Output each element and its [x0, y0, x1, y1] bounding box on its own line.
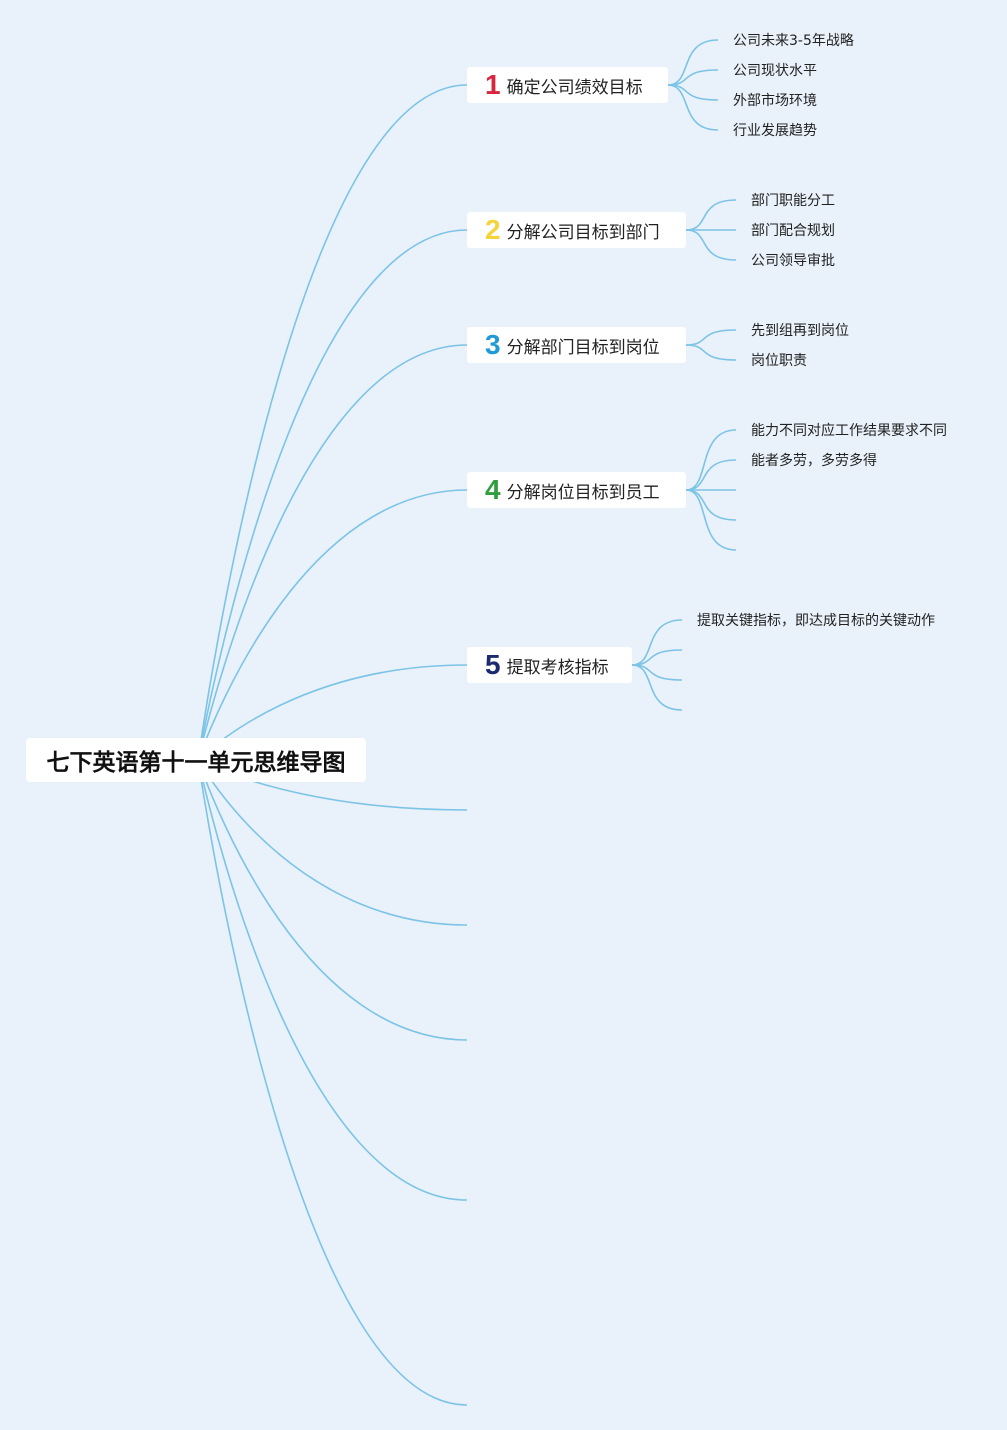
- topic-1-leaf-1[interactable]: 公司未来3-5年战略: [733, 33, 854, 49]
- main-branch-line-8: [197, 759, 468, 1041]
- topic-5[interactable]: 5 提取考核指标: [467, 647, 632, 683]
- topic-3-number: 3: [485, 329, 501, 360]
- topic-2-child-line-3: [685, 229, 737, 261]
- main-branch-line-1: [197, 84, 468, 761]
- topic-2-leaf-3[interactable]: 公司领导审批: [751, 253, 835, 269]
- topic-2-leaf-2[interactable]: 部门配合规划: [751, 223, 835, 239]
- topic-3-leaf-1[interactable]: 先到组再到岗位: [751, 323, 849, 339]
- topic-1-number: 1: [485, 69, 501, 100]
- topic-5-child-line-4: [631, 664, 683, 711]
- topic-3-child-line-1: [685, 329, 737, 346]
- topic-5-leaf-1[interactable]: 提取关键指标，即达成目标的关键动作: [697, 613, 935, 629]
- topic-5-label: 提取考核指标: [506, 657, 609, 678]
- topic-1-child-line-1: [667, 39, 719, 86]
- main-branch-line-10: [197, 759, 468, 1406]
- topic-2-label: 分解公司目标到部门: [506, 222, 660, 243]
- topic-4-child-line-4: [685, 489, 737, 521]
- topic-5-child-line-1: [631, 619, 683, 666]
- topic-1-child-line-4: [667, 84, 719, 131]
- main-branch-line-2: [197, 229, 468, 761]
- main-branch-line-7: [197, 759, 468, 926]
- topic-1-child-line-2: [667, 69, 719, 86]
- topic-4-leaf-1[interactable]: 能力不同对应工作结果要求不同: [751, 423, 947, 439]
- topic-4[interactable]: 4 分解岗位目标到员工: [467, 472, 686, 508]
- topic-1-leaf-2[interactable]: 公司现状水平: [733, 63, 817, 79]
- topic-5-child-line-2: [631, 649, 683, 666]
- topic-4-child-line-2: [685, 459, 737, 491]
- topic-1-leaf-4[interactable]: 行业发展趋势: [733, 123, 817, 139]
- topic-4-leaf-2[interactable]: 能者多劳，多劳多得: [751, 453, 877, 469]
- topic-3[interactable]: 3 分解部门目标到岗位: [467, 327, 686, 363]
- topic-4-child-line-5: [685, 489, 737, 551]
- main-branch-line-9: [197, 759, 468, 1201]
- topic-3-label: 分解部门目标到岗位: [506, 337, 660, 358]
- topic-1-label: 确定公司绩效目标: [506, 77, 643, 98]
- root-node[interactable]: 七下英语第十一单元思维导图: [26, 738, 366, 782]
- root-label: 七下英语第十一单元思维导图: [46, 750, 346, 776]
- topic-2[interactable]: 2 分解公司目标到部门: [467, 212, 686, 248]
- topic-1[interactable]: 1 确定公司绩效目标: [467, 67, 668, 103]
- topic-4-label: 分解岗位目标到员工: [506, 482, 660, 503]
- main-branch-line-4: [197, 489, 468, 761]
- topic-1-leaf-3[interactable]: 外部市场环境: [733, 93, 817, 109]
- topic-5-number: 5: [485, 649, 501, 680]
- topic-2-leaf-1[interactable]: 部门职能分工: [751, 193, 835, 209]
- topic-4-child-line-1: [685, 429, 737, 491]
- main-branch-line-3: [197, 344, 468, 761]
- topic-2-child-line-1: [685, 199, 737, 231]
- topic-2-number: 2: [485, 214, 501, 245]
- topic-3-leaf-2[interactable]: 岗位职责: [751, 353, 807, 369]
- topic-3-child-line-2: [685, 344, 737, 361]
- topic-4-number: 4: [485, 474, 501, 505]
